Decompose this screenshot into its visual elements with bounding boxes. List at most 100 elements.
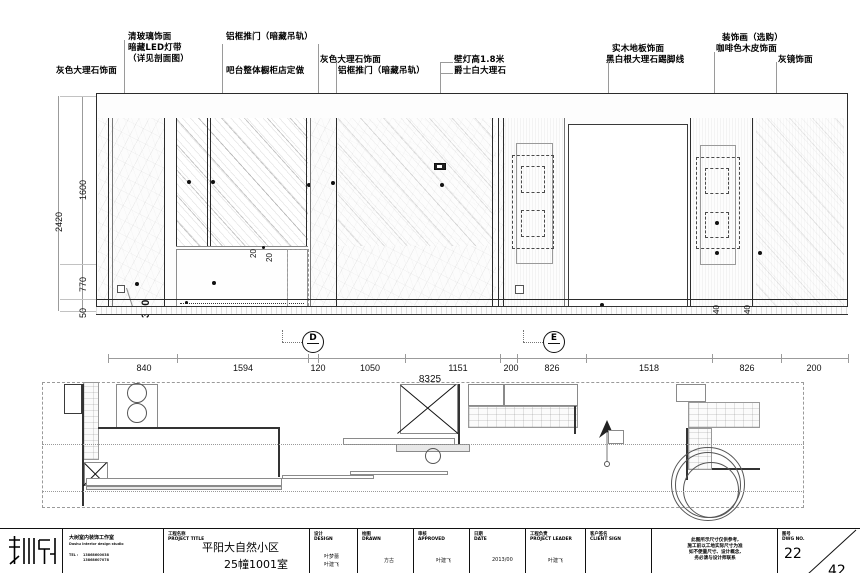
- hdim-total-8325: 8325: [418, 374, 442, 385]
- cabinet-toe-line: [180, 303, 304, 304]
- client-label-en: CLIENT SIGN: [590, 537, 621, 542]
- hardware-dot: [135, 282, 139, 286]
- studio-logo: [6, 534, 58, 568]
- recessed-white-panel: [568, 124, 688, 310]
- plan-door-leaf-b: [350, 471, 448, 475]
- wood-grain-fill: [505, 118, 564, 310]
- plan-wall-line: [278, 427, 280, 477]
- company-cell: 大树室内装饰工作室 Dashu Interior design studio T…: [62, 529, 163, 573]
- gray-mirror-panel: [756, 118, 844, 310]
- section-leader-d-v: [282, 330, 283, 342]
- plan-base-shadow: [86, 486, 282, 490]
- design-label-cn: 设计: [314, 532, 323, 537]
- view-direction-arrow: [599, 420, 615, 467]
- plan-brick-wall-left: [83, 382, 99, 460]
- leader-label-en: PROJECT LEADER: [530, 537, 572, 542]
- section-marker-d[interactable]: D: [302, 331, 324, 353]
- center-glass-door: [338, 118, 492, 246]
- switch-detail: [437, 165, 442, 168]
- plan-lower-dashed-line: [42, 491, 804, 492]
- door-frame-line: [210, 118, 212, 246]
- leader-line: [222, 44, 223, 96]
- section-leader-e-v: [523, 330, 524, 342]
- tel-line-2: 13868607078: [83, 558, 109, 562]
- client-label-cn: 客户签名: [590, 532, 608, 537]
- plan-wall-line: [574, 406, 576, 434]
- hdim-1151: 1151: [448, 363, 468, 373]
- annotation-clear-glass-led: 清玻璃饰面 暗藏LED灯带 （详见剖面图）: [128, 32, 189, 65]
- hdim-tick: [405, 354, 406, 363]
- plan-room-box-b: [504, 384, 578, 406]
- hdim-tick: [177, 354, 178, 363]
- vdim-line-inner: [82, 96, 83, 311]
- leader-line: [608, 62, 609, 96]
- tel-label: TEL :: [69, 553, 79, 557]
- section-marker-bar: [307, 343, 319, 344]
- date-label-en: DATE: [474, 537, 487, 542]
- leader-line: [714, 52, 715, 96]
- section-marker-e[interactable]: E: [543, 331, 565, 353]
- approved-value: 叶建飞: [436, 558, 452, 564]
- hdim-tick: [586, 354, 587, 363]
- painting-inner-bottom: [705, 212, 729, 238]
- annotation-bar-cabinet: 吧台整体橱柜店定做: [226, 66, 304, 77]
- annotation-coffee-wood-veneer: 咖啡色木皮饰面: [716, 44, 777, 55]
- leader-line: [318, 44, 319, 96]
- annotation-marble-baseboard: 黑白根大理石踢脚线: [606, 55, 684, 66]
- plan-left-closet: [64, 384, 82, 414]
- hardware-dot: [440, 183, 444, 187]
- art-frame-outer: [516, 143, 553, 264]
- plan-burner-circle: [127, 383, 147, 403]
- painting-inner-top: [705, 168, 729, 194]
- plan-counter-edge: [98, 427, 280, 429]
- hdim-tick: [712, 354, 713, 363]
- hardware-dot: [331, 181, 335, 185]
- annotation-jazz-white-marble: 爵士白大理石: [454, 66, 506, 77]
- hardware-dot: [715, 221, 719, 225]
- hdim-tick: [318, 354, 319, 363]
- approved-cell: 审核 APPROVED 叶建飞: [413, 529, 469, 573]
- drawn-label-en: DRAWN: [362, 537, 381, 542]
- tel-line-1: 13868600038: [83, 553, 109, 557]
- bar-counter-line: [176, 246, 308, 247]
- hdim-120: 120: [310, 363, 326, 373]
- approved-label-cn: 审核: [418, 532, 427, 537]
- painting-frame-outer: [700, 145, 736, 265]
- annotation-line: 壁灯高1.8米: [454, 55, 505, 65]
- hardware-dot: [211, 180, 215, 184]
- dwg-label-en: DWG NO.: [782, 537, 805, 542]
- annotation-alu-sliding-door-1: 铝框推门（暗藏吊轨）: [226, 32, 313, 43]
- section-marker-bar: [548, 343, 560, 344]
- vdim-ext: [60, 311, 96, 312]
- annotation-line: 黑白根大理石踢脚线: [606, 55, 685, 65]
- annotation-alu-sliding-door-2: 铝框推门（暗藏吊轨）: [338, 66, 425, 77]
- door-frame-line: [176, 118, 178, 246]
- door-frame-line: [207, 118, 209, 246]
- hdim-tick: [308, 354, 309, 363]
- project-title-cell: 工程名称 PROJECT TITLE 平阳大自然小区 25幢1001室: [163, 529, 309, 573]
- disclaimer-line-4: 务必请与设计师联系: [694, 556, 736, 561]
- panel-joint-line: [310, 118, 311, 310]
- plan-small-box: [676, 384, 706, 402]
- annotation-line: 铝框推门（暗藏吊轨）: [226, 32, 314, 42]
- annotation-line: 吧台整体橱柜店定做: [226, 66, 305, 76]
- company-name: 大树室内装饰工作室: [69, 535, 115, 541]
- plan-brick-band-right: [688, 402, 760, 428]
- annotation-line: 清玻璃饰面: [128, 32, 172, 42]
- design-value-1: 叶梦蕾: [324, 554, 340, 560]
- door-frame-line: [336, 118, 338, 310]
- hdim-tick: [500, 354, 501, 363]
- annotation-line: （详见剖面图）: [128, 54, 189, 64]
- hdim-200-b: 200: [806, 363, 822, 373]
- annotation-line: 铝框推门（暗藏吊轨）: [338, 66, 426, 76]
- drawn-label-cn: 绘图: [362, 532, 371, 537]
- hdim-1518: 1518: [638, 363, 660, 373]
- date-label-cn: 日期: [474, 532, 483, 537]
- leader-label-cn: 工程负责: [530, 532, 548, 537]
- dwg-label-cn: 图号: [782, 532, 791, 537]
- art-inner-box-top: [521, 166, 545, 193]
- section-leader-e: [523, 342, 543, 343]
- annotation-line: 爵士白大理石: [454, 66, 507, 76]
- project-leader-cell: 工程负责 PROJECT LEADER 叶建飞: [525, 529, 585, 573]
